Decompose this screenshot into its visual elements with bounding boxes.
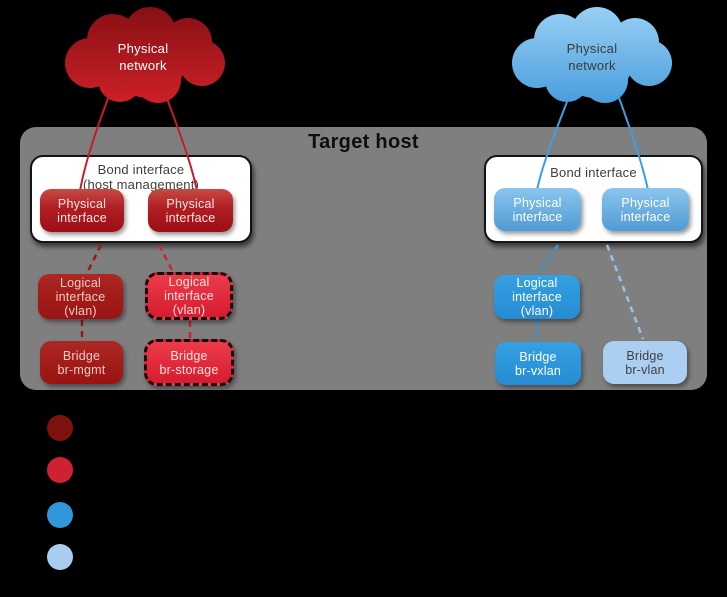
blue-physical-interface-right: Physical interface — [602, 188, 689, 231]
blue-bond-label: Bond interface — [550, 165, 637, 180]
logical-interface-vlan-mgmt: Logical interface (vlan) — [38, 274, 123, 319]
red-cloud-label: Physical network — [117, 41, 169, 73]
logical-interface-vlan-storage: Logical interface (vlan) — [145, 272, 233, 320]
logical-interface-vlan-vxlan: Logical interface (vlan) — [494, 275, 580, 319]
red-physical-interface-right: Physical interface — [148, 189, 233, 232]
legend-dot — [47, 415, 73, 441]
bridge-br-vlan: Bridge br-vlan — [603, 341, 687, 384]
legend-dot — [47, 544, 73, 570]
target-host-title: Target host — [308, 131, 419, 153]
legend-dot — [47, 502, 73, 528]
blue-physical-interface-left: Physical interface — [494, 188, 581, 231]
red-physical-interface-left: Physical interface — [40, 189, 124, 232]
blue-cloud-label: Physical network — [566, 41, 618, 73]
red-bond-label: Bond interface — [97, 162, 185, 177]
bridge-br-storage: Bridge br-storage — [144, 339, 234, 386]
bridge-br-mgmt: Bridge br-mgmt — [40, 341, 123, 384]
legend-dot — [47, 457, 73, 483]
bridge-br-vxlan: Bridge br-vxlan — [495, 342, 581, 385]
